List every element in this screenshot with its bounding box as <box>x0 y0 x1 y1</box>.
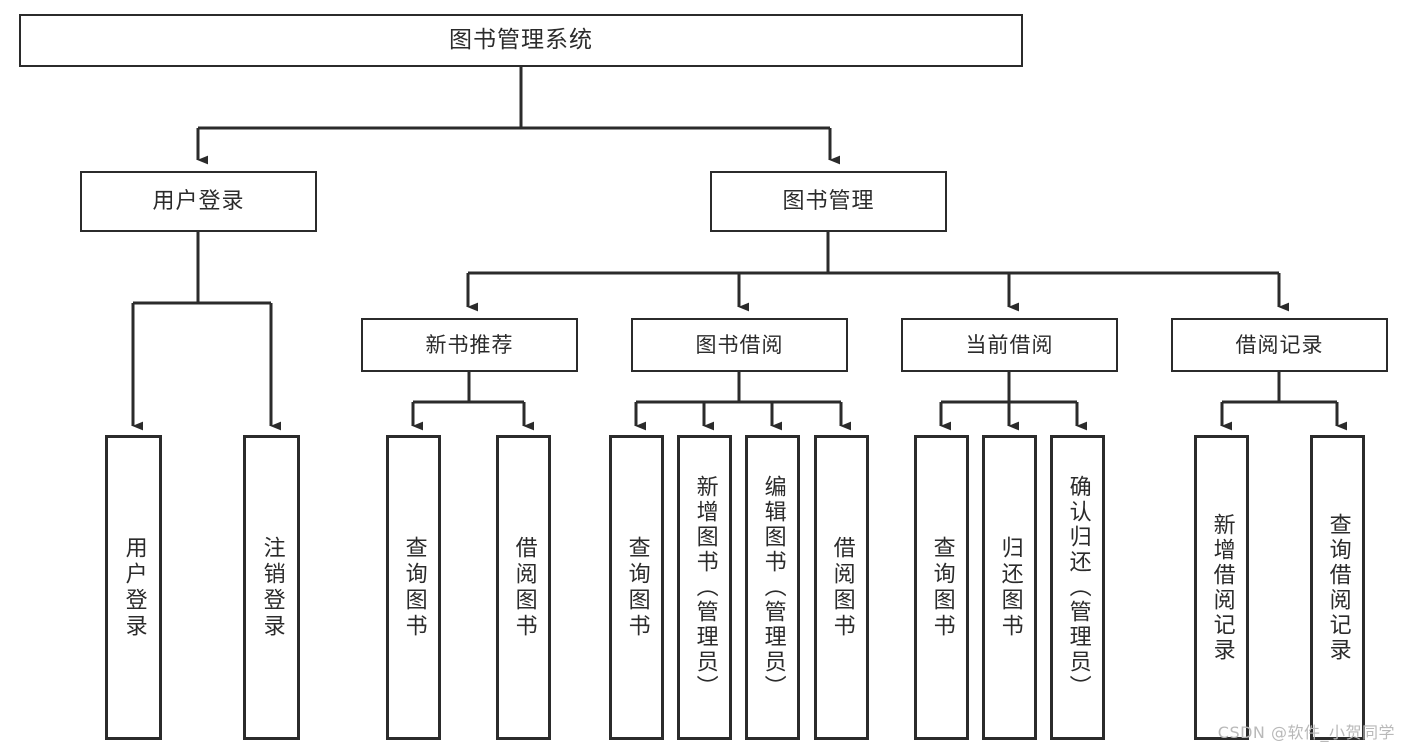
leaf-logout[interactable]: 注销登录 <box>243 435 300 740</box>
leaf-query-borrow-record[interactable]: 查询借阅记录 <box>1310 435 1365 740</box>
leaf-label: 注销登录 <box>259 535 285 640</box>
leaf-query-books-recommend[interactable]: 查询图书 <box>386 435 441 740</box>
node-label: 新书推荐 <box>425 332 514 357</box>
node-book-borrow[interactable]: 图书借阅 <box>631 318 848 372</box>
node-current-borrow[interactable]: 当前借阅 <box>901 318 1118 372</box>
leaf-label: 新增图书（管理员） <box>692 475 718 700</box>
leaf-label: 借阅图书 <box>511 535 537 640</box>
leaf-query-books-current[interactable]: 查询图书 <box>914 435 969 740</box>
leaf-label: 新增借阅记录 <box>1209 512 1235 663</box>
leaf-return-books[interactable]: 归还图书 <box>982 435 1037 740</box>
leaf-label: 编辑图书（管理员） <box>760 475 786 700</box>
leaf-label: 借阅图书 <box>829 535 855 640</box>
leaf-add-book-admin[interactable]: 新增图书（管理员） <box>677 435 732 740</box>
leaf-user-login[interactable]: 用户登录 <box>105 435 162 740</box>
node-label: 图书管理 <box>782 188 875 214</box>
node-label: 用户登录 <box>152 188 245 214</box>
leaf-confirm-return-admin[interactable]: 确认归还（管理员） <box>1050 435 1105 740</box>
node-root-system[interactable]: 图书管理系统 <box>19 14 1023 67</box>
leaf-add-borrow-record[interactable]: 新增借阅记录 <box>1194 435 1249 740</box>
leaf-label: 确认归还（管理员） <box>1065 475 1091 700</box>
leaf-label: 查询图书 <box>401 535 427 640</box>
leaf-borrow-books[interactable]: 借阅图书 <box>814 435 869 740</box>
node-label: 图书管理系统 <box>449 27 593 54</box>
watermark-text: CSDN @软件_小贺同学 <box>1217 723 1395 742</box>
leaf-label: 用户登录 <box>121 535 147 640</box>
node-new-book-recommend[interactable]: 新书推荐 <box>361 318 578 372</box>
leaf-label: 查询借阅记录 <box>1325 512 1351 663</box>
node-label: 图书借阅 <box>695 332 784 357</box>
node-book-management[interactable]: 图书管理 <box>710 171 947 232</box>
leaf-borrow-books-recommend[interactable]: 借阅图书 <box>496 435 551 740</box>
leaf-label: 查询图书 <box>624 535 650 640</box>
leaf-query-books-borrow[interactable]: 查询图书 <box>609 435 664 740</box>
node-label: 当前借阅 <box>965 332 1054 357</box>
node-label: 借阅记录 <box>1235 332 1324 357</box>
leaf-label: 归还图书 <box>997 535 1023 640</box>
node-user-login[interactable]: 用户登录 <box>80 171 317 232</box>
node-borrow-records[interactable]: 借阅记录 <box>1171 318 1388 372</box>
leaf-label: 查询图书 <box>929 535 955 640</box>
leaf-edit-book-admin[interactable]: 编辑图书（管理员） <box>745 435 800 740</box>
